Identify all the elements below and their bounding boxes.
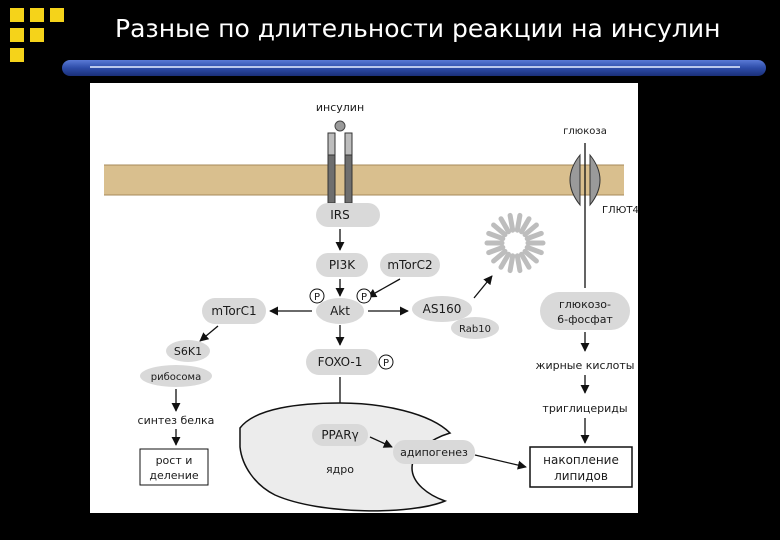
vesicle-segment bbox=[507, 212, 516, 233]
vesicle-segment bbox=[524, 230, 544, 242]
s6k1-node bbox=[166, 340, 210, 362]
ribosome-label: рибосома bbox=[151, 372, 201, 383]
vesicle-segment bbox=[519, 216, 532, 235]
lipid-accumulation-label: липидов bbox=[554, 469, 608, 483]
mtorc1-label: mTorC1 bbox=[211, 304, 256, 318]
rab10-node bbox=[451, 317, 499, 339]
foxo1-label: FOXO-1 bbox=[318, 355, 363, 369]
vesicle-segment bbox=[486, 244, 506, 256]
irs-label: IRS bbox=[330, 208, 350, 222]
glut4-channel-icon bbox=[569, 153, 601, 207]
adipogenesis-node bbox=[393, 440, 475, 464]
foxo1-node bbox=[306, 349, 378, 375]
glucose-label: глюкоза bbox=[563, 126, 607, 137]
pi3k-node bbox=[316, 253, 368, 277]
s6k1-label: S6K1 bbox=[174, 345, 202, 358]
glut4-label: ГЛЮТ4 bbox=[602, 205, 638, 216]
vesicle-segment bbox=[498, 216, 511, 235]
growth-division-label: рост и bbox=[156, 454, 193, 467]
vesicle-segment bbox=[519, 251, 532, 270]
slide-title: Разные по длительности реакции на инсули… bbox=[115, 14, 721, 43]
g6p-label: 6-фосфат bbox=[557, 313, 613, 326]
phospho-label: P bbox=[383, 358, 389, 369]
phospho-label: P bbox=[361, 292, 367, 303]
g6p-node bbox=[540, 292, 630, 330]
diagram-panel: инсулин глюкоза ГЛЮТ4 IRS PI3K mTorC2 Ak… bbox=[90, 83, 638, 513]
growth-division-box bbox=[139, 448, 209, 486]
ribosome-node bbox=[140, 365, 212, 387]
arrow-ppar-adipogenesis bbox=[369, 436, 393, 448]
phospho-badge bbox=[356, 288, 372, 304]
vesicle-segment bbox=[507, 253, 516, 274]
phospho-badge bbox=[309, 288, 325, 304]
cell-membrane bbox=[104, 165, 624, 195]
vesicle-segment bbox=[514, 253, 523, 274]
vesicle-segment bbox=[522, 222, 539, 238]
arrow-adipogenesis-lipids bbox=[474, 454, 527, 470]
insulin-label: инсулин bbox=[316, 101, 364, 114]
phospho-label: P bbox=[314, 292, 320, 303]
title-bar-highlight bbox=[90, 66, 740, 68]
insulin-signaling-diagram: инсулин глюкоза ГЛЮТ4 IRS PI3K mTorC2 Ak… bbox=[104, 101, 638, 512]
mtorc2-node bbox=[380, 253, 440, 277]
slide-logo bbox=[10, 8, 72, 64]
arrow-as160-vesicle bbox=[473, 275, 493, 299]
nucleus-label: ядро bbox=[326, 463, 354, 476]
vesicle-segment bbox=[524, 244, 544, 256]
vesicle-segment bbox=[522, 248, 539, 264]
irs-node bbox=[316, 203, 380, 227]
ppar-label: PPARγ bbox=[321, 428, 358, 442]
vesicle-segment bbox=[498, 251, 511, 270]
akt-node bbox=[316, 298, 364, 324]
as160-label: AS160 bbox=[423, 302, 462, 316]
fatty-acids-label: жирные кислоты bbox=[536, 359, 635, 372]
lipid-accumulation-label: накопление bbox=[543, 453, 619, 467]
protein-synthesis-label: синтез белка bbox=[138, 414, 215, 427]
glut4-vesicle-icon bbox=[484, 212, 546, 274]
arrow-mtorc2-akt bbox=[367, 278, 401, 298]
rab10-label: Rab10 bbox=[459, 324, 491, 335]
nucleus-shape bbox=[239, 402, 452, 512]
vesicle-segment bbox=[514, 212, 523, 233]
akt-label: Akt bbox=[330, 304, 350, 318]
adipogenesis-label: адипогенез bbox=[400, 446, 468, 459]
phospho-badge bbox=[378, 354, 394, 370]
vesicle-segment bbox=[486, 230, 506, 242]
g6p-label: глюкозо- bbox=[559, 298, 611, 311]
triglycerides-label: триглицериды bbox=[542, 402, 627, 415]
mtorc2-label: mTorC2 bbox=[387, 258, 432, 272]
vesicle-segment bbox=[491, 248, 508, 264]
lipid-accumulation-box bbox=[529, 446, 633, 488]
pi3k-label: PI3K bbox=[329, 258, 356, 272]
ppar-node bbox=[312, 424, 368, 446]
vesicle-segment bbox=[491, 222, 508, 238]
as160-node bbox=[412, 296, 472, 322]
growth-division-label: деление bbox=[149, 469, 199, 482]
mtorc1-node bbox=[202, 298, 266, 324]
title-bar bbox=[62, 60, 766, 76]
arrow-mtorc1-s6k1 bbox=[199, 325, 219, 342]
